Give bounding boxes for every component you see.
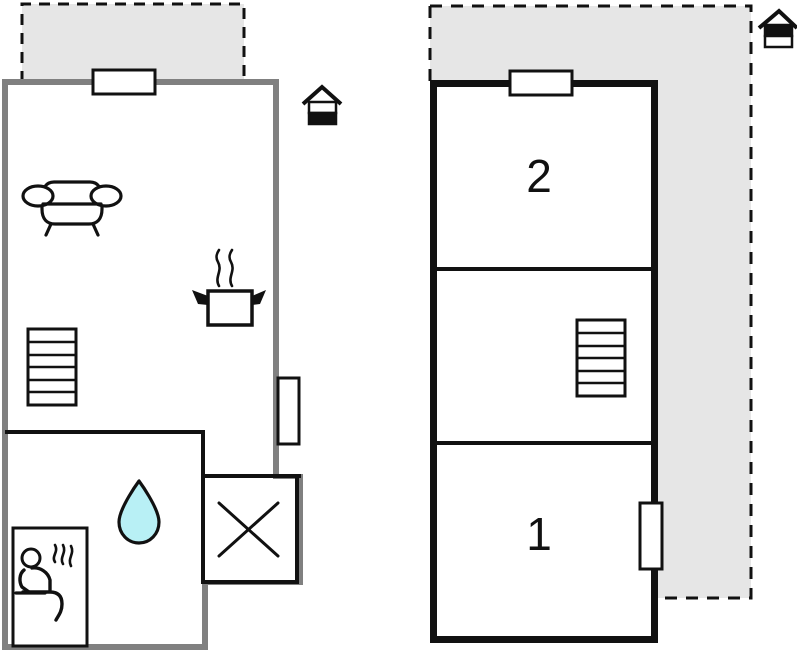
- partition-xroom-top: [205, 474, 301, 478]
- house-icon-lower-box: [763, 34, 794, 49]
- house-marker-left: [301, 84, 343, 126]
- window-right-right-plan-frame: [638, 501, 664, 571]
- water-drop-shape: [117, 479, 161, 545]
- sofa-leg-right: [91, 222, 100, 237]
- room-number-2: 2: [526, 150, 552, 202]
- plan-left-ground-floor: [2, 2, 343, 650]
- sofa-body: [40, 180, 104, 226]
- cross-line-2: [217, 501, 280, 558]
- sauna-icon-frame: [11, 526, 89, 648]
- sauna-icon: [11, 526, 89, 648]
- terrace-right: [428, 4, 753, 600]
- sauna-person-torso: [30, 566, 52, 592]
- wall-bottom-right-plan: [430, 636, 658, 643]
- stairs-icon-left-plan: [26, 327, 78, 407]
- house-icon-upper-box: [307, 100, 338, 115]
- pot-steam-right: [228, 248, 234, 288]
- window-top-right-plan: [508, 69, 574, 97]
- wall-left-outer: [2, 79, 8, 647]
- sauna-person-head: [20, 547, 42, 569]
- partition-bathroom-right-upper: [201, 430, 205, 478]
- sofa-icon: [21, 180, 123, 237]
- pot-body: [206, 289, 254, 327]
- terrace-right-fill: [430, 6, 751, 598]
- house-icon-upper-box: [763, 23, 794, 38]
- window-right-left-plan-frame: [276, 376, 301, 446]
- sauna-heat-wave-3: [68, 544, 74, 568]
- wall-right-lower: [297, 474, 303, 584]
- window-right-right-plan: [638, 501, 664, 571]
- stairs-icon-right-plan: [575, 318, 627, 398]
- house-icon-roof: [757, 8, 797, 30]
- wall-right-upper: [273, 79, 279, 474]
- cooking-pot-icon: [192, 248, 266, 327]
- partition-room2-hall: [432, 267, 653, 271]
- wall-bathroom-right: [202, 580, 208, 647]
- room-number-1: 1: [526, 508, 552, 560]
- sauna-heat-wave-1: [52, 543, 58, 564]
- sauna-person-legs: [21, 590, 64, 622]
- window-top-left-plan-frame: [91, 68, 157, 96]
- wall-bottom-left-plan: [2, 644, 208, 650]
- sofa-arm-right: [89, 184, 123, 208]
- sauna-heat-wave-2: [60, 543, 66, 566]
- window-top-right-plan-frame: [508, 69, 574, 97]
- house-icon-roof: [301, 84, 343, 106]
- sauna-person-arm: [18, 568, 31, 594]
- partition-hall-room1: [432, 441, 653, 445]
- pot-steam-left: [215, 248, 221, 288]
- pot-handle-left: [192, 290, 208, 305]
- sofa-arm-left: [21, 184, 55, 208]
- window-right-left-plan: [276, 376, 301, 446]
- house-marker-right: [757, 8, 797, 49]
- partition-bathroom-top: [5, 430, 205, 434]
- partition-xroom-bottom: [201, 580, 299, 584]
- pot-handle-right: [252, 290, 266, 305]
- water-drop-icon: [117, 479, 161, 545]
- partition-xroom-left: [201, 474, 205, 584]
- upper-floor-partitions: [432, 267, 653, 445]
- plan-right-upper-floor: 2 1: [428, 4, 797, 643]
- terrace-left-dashed-outline: [20, 2, 246, 82]
- house-icon-lower-box: [307, 111, 338, 126]
- window-top-left-plan: [91, 68, 157, 96]
- terrace-right-dashed-outline: [430, 4, 753, 600]
- partition-xroom-right: [295, 474, 299, 584]
- ground-floor-interior-walls: [5, 430, 301, 584]
- wall-left-right-plan: [430, 80, 437, 643]
- wall-right-right-plan: [651, 80, 658, 643]
- cross-room-icon: [217, 501, 280, 558]
- sofa-leg-left: [44, 222, 53, 237]
